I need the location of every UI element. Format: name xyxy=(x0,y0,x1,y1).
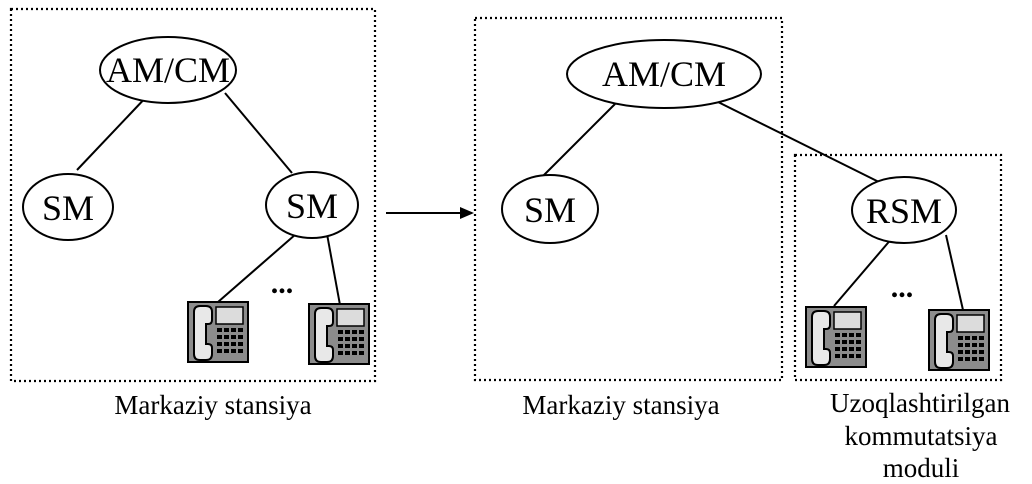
caption-remote-module-line-3: moduli xyxy=(883,453,960,483)
caption-remote-module-line-2: kommutatsiya xyxy=(845,421,998,451)
central-station-right-boundary xyxy=(473,16,784,382)
node-am-cm-right: AM/CM xyxy=(566,39,762,109)
desk-phone-icon xyxy=(805,306,867,368)
node-sm-left-2: SM xyxy=(265,171,359,239)
node-rsm-label: RSM xyxy=(866,191,942,231)
link-rsm-phone-2 xyxy=(945,234,964,311)
link-amcm-left-sm xyxy=(76,92,151,171)
link-amcm-right-sm xyxy=(224,92,293,174)
link-amcm-rsm xyxy=(711,98,886,186)
ellipsis-remote: ... xyxy=(891,271,914,304)
link-sm-phone-2 xyxy=(326,233,341,306)
node-am-cm-left: AM/CM xyxy=(99,36,237,104)
node-sm-right: SM xyxy=(501,174,599,244)
node-sm-right-label: SM xyxy=(524,190,576,230)
central-station-right: AM/CM SM Markaziy stansiya xyxy=(473,16,886,420)
caption-remote-module-line-1: Uzoqlashtirilgan xyxy=(830,388,1010,418)
central-station-left-boundary xyxy=(9,7,377,383)
node-am-cm-right-label: AM/CM xyxy=(602,54,726,94)
node-sm-left-2-label: SM xyxy=(286,186,338,226)
remote-switching-module: RSM ... Uzoqlashtirilgan kommutatsiya mo… xyxy=(793,153,1010,483)
link-amcm-sm-right xyxy=(540,103,616,179)
node-am-cm-left-label: AM/CM xyxy=(106,50,230,90)
desk-phone-icon xyxy=(187,301,249,363)
node-rsm: RSM xyxy=(851,176,957,244)
link-sm-phone-1 xyxy=(217,233,297,303)
caption-central-station-left: Markaziy stansiya xyxy=(114,390,311,420)
node-sm-left-1: SM xyxy=(22,173,114,241)
node-sm-left-1-label: SM xyxy=(42,188,94,228)
central-station-left: AM/CM SM SM ... Markaziy stansiya xyxy=(9,7,377,420)
desk-phone-icon xyxy=(928,309,990,371)
desk-phone-icon xyxy=(308,303,370,365)
ellipsis-left: ... xyxy=(271,267,294,300)
caption-central-station-right: Markaziy stansiya xyxy=(522,390,719,420)
link-rsm-phone-1 xyxy=(833,236,894,307)
